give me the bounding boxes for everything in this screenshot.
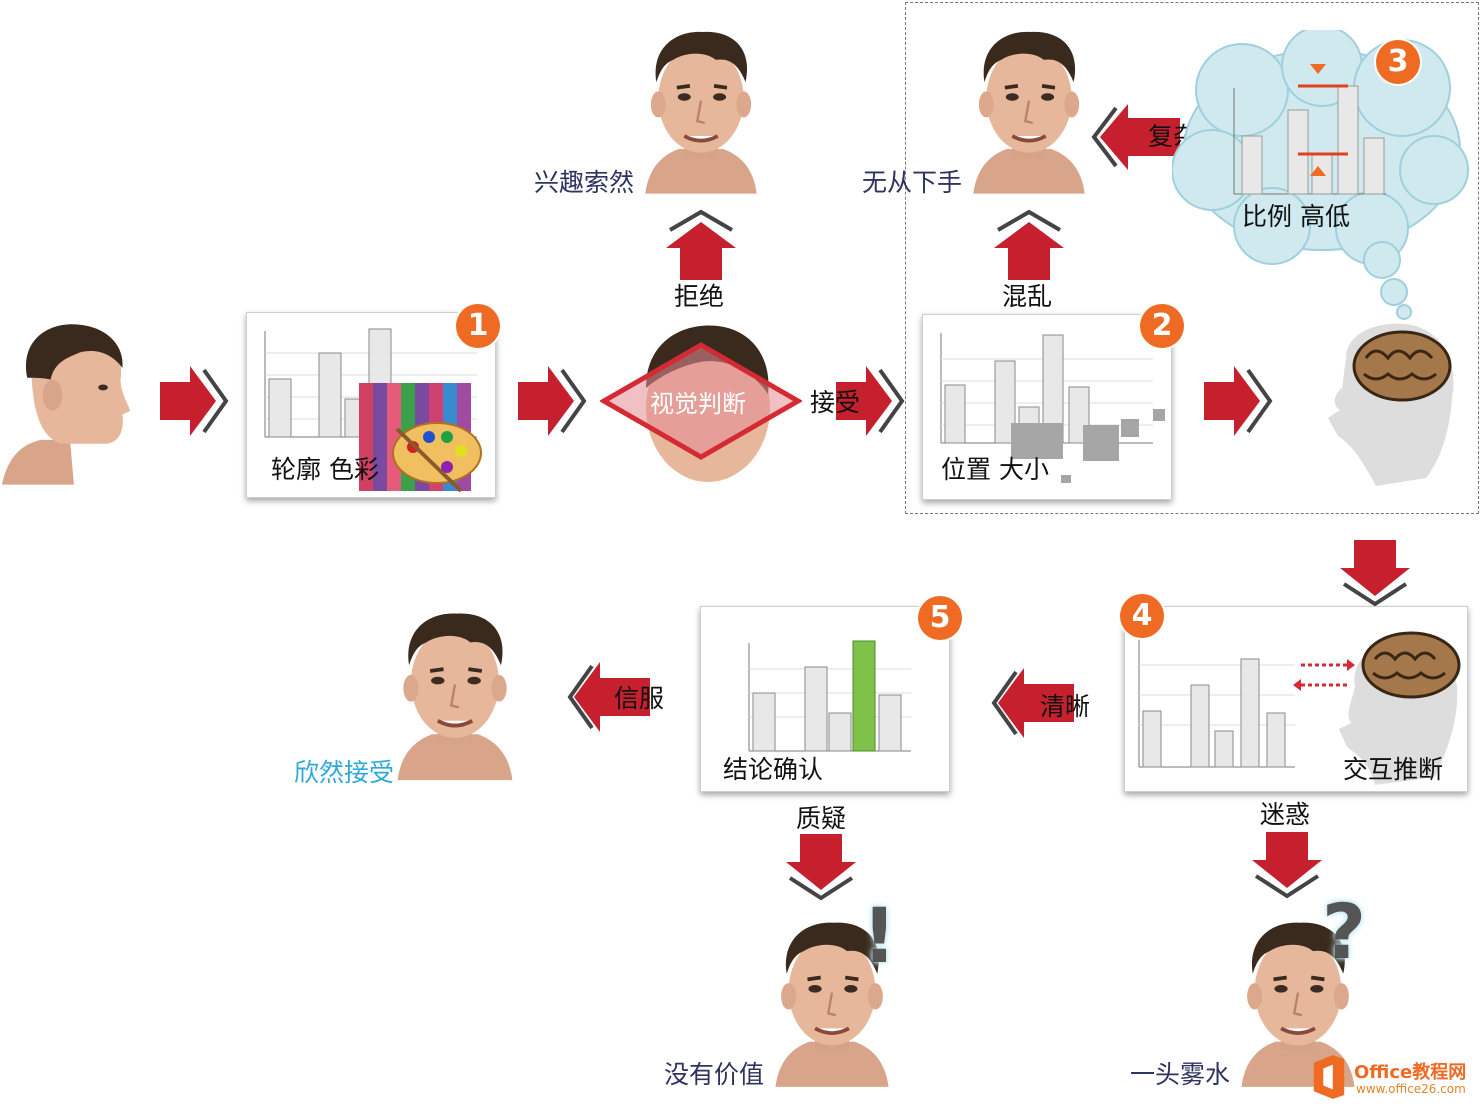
label-reject: 拒绝 xyxy=(674,282,725,311)
label-accept: 接受 xyxy=(810,388,861,417)
label-confused: 迷惑 xyxy=(1260,800,1311,829)
label-no-start: 无从下手 xyxy=(862,168,963,197)
arrow-left-trust-icon xyxy=(567,662,650,732)
badge-4: 4 xyxy=(1120,594,1164,638)
office-logo: Office教程网 www.office26.com xyxy=(1310,1052,1476,1102)
arrow-down-question-icon xyxy=(786,834,856,901)
caption-interactive-inference: 交互推断 xyxy=(1343,755,1444,784)
badge-3: 3 xyxy=(1376,40,1420,84)
caption-conclusion-confirm: 结论确认 xyxy=(723,755,824,784)
label-gladly-accept: 欣然接受 xyxy=(294,758,395,787)
label-question: 质疑 xyxy=(796,804,847,833)
label-baffled: 一头雾水 xyxy=(1130,1060,1231,1089)
arrow-up-reject-icon xyxy=(666,209,736,280)
question-mark-icon: ? xyxy=(1322,887,1367,976)
badge-1: 1 xyxy=(456,304,500,348)
caption-position-size: 位置 大小 xyxy=(941,455,1049,484)
face-uninterested-icon xyxy=(636,10,766,210)
chart-panel-outline-color: 轮廓 色彩 xyxy=(246,312,496,498)
chart-panel-interactive-inference: 交互推断 xyxy=(1124,606,1468,792)
label-chaos: 混乱 xyxy=(1002,282,1053,311)
badge-5: 5 xyxy=(918,596,962,640)
arrow-down-confused-icon xyxy=(1252,832,1322,899)
arrow-left-complex-icon xyxy=(1091,104,1180,170)
face-no-start-icon xyxy=(964,10,1094,210)
caption-outline-color: 轮廓 色彩 xyxy=(271,455,379,484)
logo-url: www.office26.com xyxy=(1356,1082,1466,1096)
arrow-up-chaos-icon xyxy=(994,209,1064,280)
thought-cloud xyxy=(1171,25,1472,320)
palette-icon xyxy=(392,422,482,493)
arrow-right-accept-icon xyxy=(836,366,905,436)
label-ratio-height: 比例 高低 xyxy=(1242,202,1350,231)
brain-head-icon xyxy=(1306,318,1466,490)
label-no-value: 没有价值 xyxy=(664,1060,765,1089)
arrow-right-3-icon xyxy=(1204,366,1273,436)
arrow-right-2-icon xyxy=(518,366,587,436)
chart-panel-position-size: 位置 大小 xyxy=(922,314,1172,500)
label-trust: 信服 xyxy=(614,684,665,713)
label-uninterested: 兴趣索然 xyxy=(534,168,635,197)
chart-panel-conclusion-confirm: 结论确认 xyxy=(700,606,950,792)
label-clear: 清晰 xyxy=(1040,692,1091,721)
label-visual-judgement: 视觉判断 xyxy=(650,390,746,418)
face-gladly-accept-icon xyxy=(388,594,522,794)
arrow-left-clear-icon xyxy=(991,668,1074,738)
logo-name: Office教程网 xyxy=(1354,1062,1467,1083)
badge-2: 2 xyxy=(1140,304,1184,348)
face-side-icon xyxy=(2,318,138,486)
diamond-visual-judgement xyxy=(598,342,804,460)
arrow-down-1-icon xyxy=(1340,540,1410,607)
dashed-region xyxy=(905,2,1479,514)
arrow-right-1-icon xyxy=(160,366,229,436)
exclamation-icon: ! xyxy=(862,891,897,980)
